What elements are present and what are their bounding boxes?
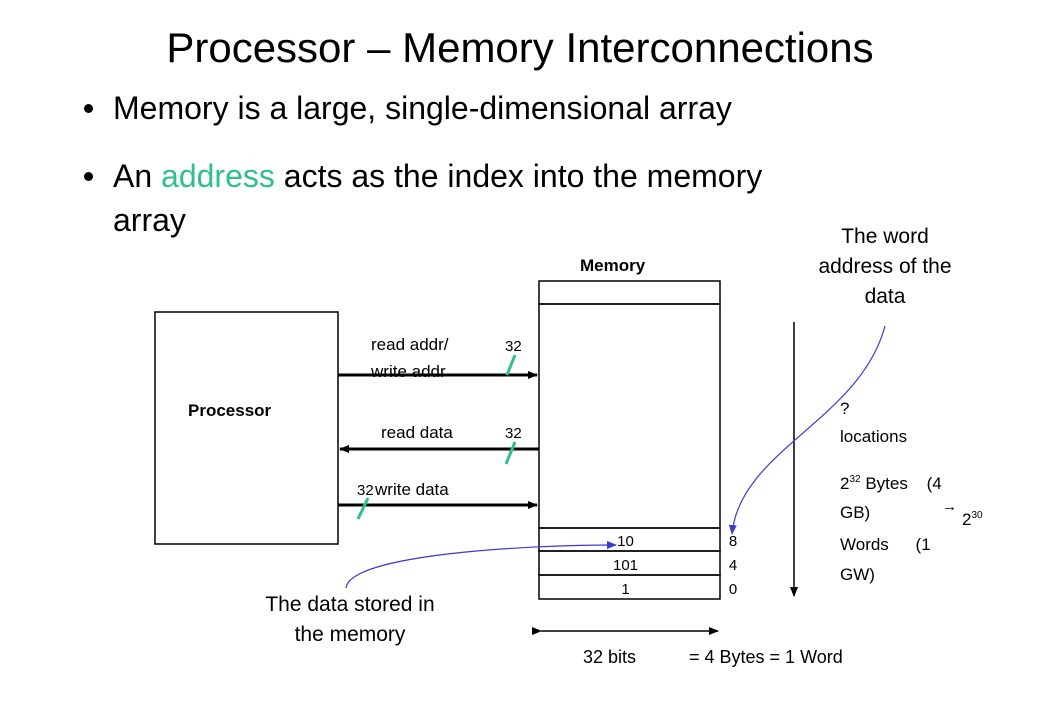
word-address-annotation: The word address of the data [770,222,1000,312]
memory-top-cell [538,280,721,305]
locations-label: locations [840,427,908,446]
address-4: 4 [728,557,738,574]
words-power: 230 [962,503,983,533]
data-stored-line-1: The data stored in [265,593,435,616]
locations-question: ? [840,399,850,418]
word-address-pointer [728,325,886,535]
memory-value-1: 1 [621,581,630,598]
arrow-glyph: → [942,498,957,515]
word-address-line-3: data [864,285,906,308]
address-0: 0 [728,581,738,598]
width-equation: = 4 Bytes = 1 Word [689,647,843,667]
bytes-line: 232 Bytes (4 [840,467,942,497]
words-unit: Words [840,535,889,554]
bytes-unit: Bytes [865,474,908,493]
bullet-1: Memory is a large, single-dimensional ar… [113,90,732,126]
words-line: Words (1 [840,532,931,558]
bytes-paren: (4 [926,474,942,493]
word-address-line-1: The word [841,225,929,248]
processor-label: Processor [188,401,272,420]
words-base: 2 [962,510,972,529]
bytes-exponent: 32 [849,474,861,485]
bus-width-addr: 32 [505,338,522,355]
data-stored-annotation: The data stored in the memory [215,590,485,650]
write-addr-label: write addr [371,362,446,381]
bus-width-write: 32 [357,482,374,499]
memory-cell-0 [538,574,721,600]
bus-width-read: 32 [505,425,522,442]
address-8: 8 [728,533,738,550]
data-stored-pointer [345,541,617,589]
bus-slash-write [356,497,370,520]
memory-value-10: 10 [617,533,634,550]
bullet-2-post: acts as the index into the memory [274,158,763,194]
processor-box [154,311,339,545]
gb-label: GB) [840,503,871,522]
address-keyword: address [161,158,275,194]
bullet-dot-2 [84,172,93,181]
bullet-dot-1 [84,104,93,113]
gw-label: GW) [840,565,875,584]
data-stored-line-2: the memory [294,623,406,646]
bus-slash-addr [505,354,517,376]
bus-slash-read [504,441,517,465]
bullet-2-line2: array [113,202,186,238]
read-data-label: read data [381,423,453,442]
words-exponent: 30 [971,510,983,521]
memory-label: Memory [580,256,646,275]
read-addr-label: read addr/ [371,335,449,354]
bullet-2-pre: An [113,158,162,194]
words-paren: (1 [915,535,931,554]
memory-value-101: 101 [612,557,639,574]
word-address-line-2: address of the [818,255,952,278]
bullet-2: An address acts as the index into the me… [113,156,762,196]
slide-title: Processor – Memory Interconnections [166,24,874,71]
width-label: 32 bits [583,647,637,667]
memory-body [538,303,721,529]
bytes-base: 2 [840,474,850,493]
write-data-label: write data [375,480,449,499]
